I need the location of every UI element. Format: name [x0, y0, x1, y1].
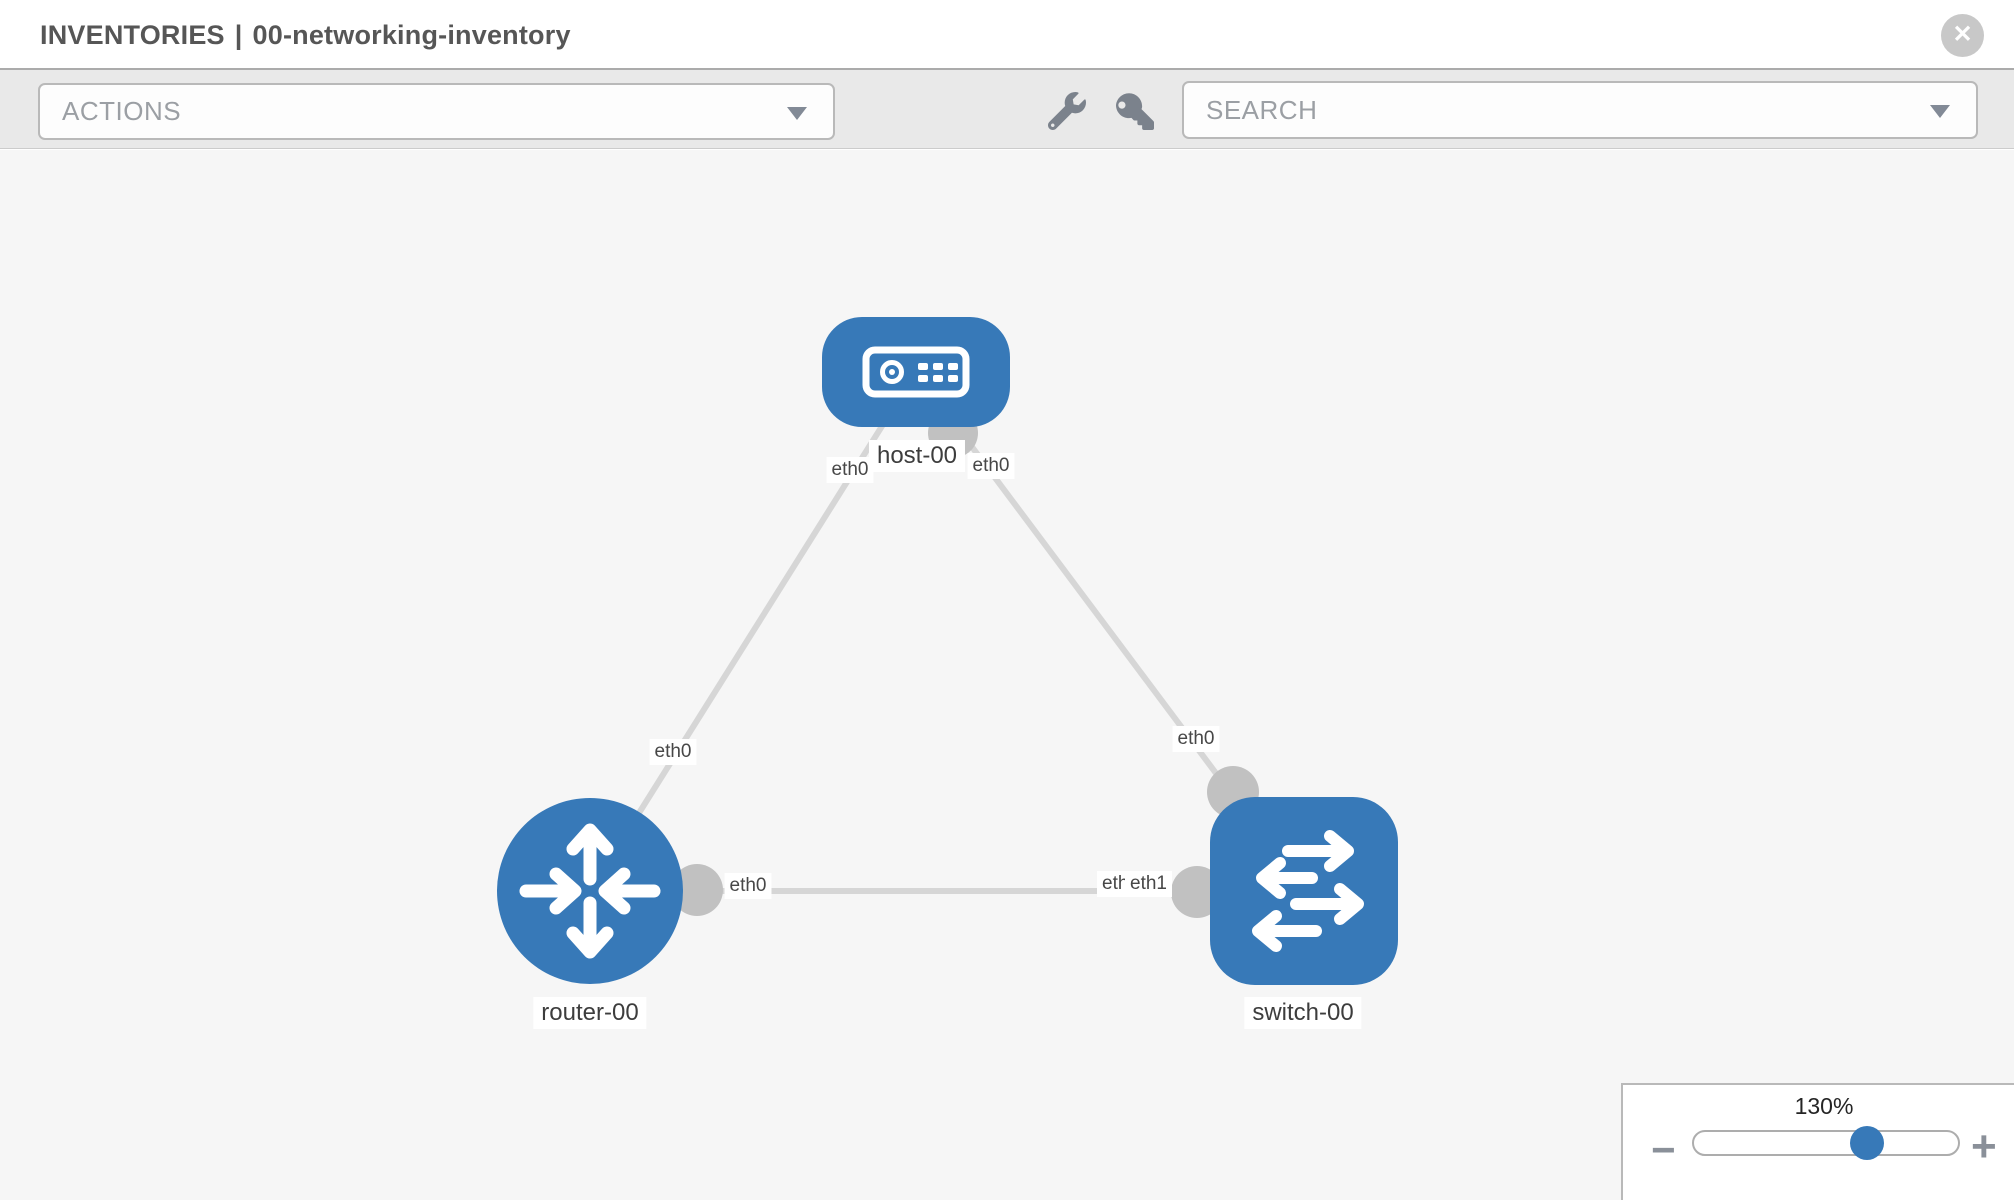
zoom-out-button[interactable]: − — [1651, 1126, 1676, 1173]
zoom-level: 130% — [1794, 1093, 1854, 1119]
interface-label: eth1 — [1125, 871, 1172, 897]
zoom-panel: 130% − + — [1621, 1083, 2014, 1200]
tools-button[interactable] — [1047, 92, 1086, 131]
wrench-icon — [1047, 92, 1086, 131]
search-dropdown[interactable]: SEARCH — [1182, 81, 1978, 139]
interface-label: eth0 — [1172, 726, 1220, 752]
credentials-button[interactable] — [1116, 92, 1154, 130]
switch-arrows-icon — [1252, 830, 1364, 952]
page-title: INVENTORIES | 00-networking-inventory — [40, 20, 571, 51]
close-button[interactable]: ✕ — [1941, 14, 1984, 57]
node-label-switch: switch-00 — [1244, 997, 1362, 1029]
node-host[interactable] — [822, 317, 1010, 427]
interface-label: eth0 — [967, 453, 1015, 479]
toolbar: ACTIONS SEARCH — [0, 70, 2014, 149]
actions-dropdown[interactable]: ACTIONS — [38, 83, 835, 140]
port-router-right — [671, 864, 723, 916]
node-label-router: router-00 — [533, 997, 647, 1029]
breadcrumb-separator: | — [234, 20, 243, 50]
interface-label: eth0 — [649, 739, 697, 765]
node-router[interactable] — [497, 798, 683, 984]
interface-label: eth0 — [826, 457, 874, 483]
zoom-slider-handle[interactable] — [1850, 1126, 1884, 1160]
breadcrumb-section: INVENTORIES — [40, 20, 225, 50]
zoom-in-button[interactable]: + — [1971, 1122, 1997, 1171]
node-label-host: host-00 — [868, 440, 966, 472]
actions-dropdown-label: ACTIONS — [62, 96, 182, 126]
key-icon — [1116, 93, 1154, 130]
router-arrows-icon — [519, 823, 661, 959]
server-icon — [862, 346, 970, 398]
interface-label: eth0 — [724, 873, 772, 899]
header: INVENTORIES | 00-networking-inventory ✕ — [0, 0, 2014, 70]
inventory-name: 00-networking-inventory — [252, 20, 571, 50]
node-switch[interactable] — [1210, 797, 1398, 985]
chevron-down-icon — [787, 106, 807, 120]
ports — [671, 408, 1259, 918]
close-icon: ✕ — [1952, 21, 1973, 48]
zoom-slider[interactable] — [1692, 1126, 1960, 1160]
search-placeholder: SEARCH — [1206, 94, 1318, 125]
chevron-down-icon — [1930, 105, 1950, 118]
topology-canvas[interactable]: eth0 eth0 eth0 eth0 eth0 eth0 eth1 host-… — [0, 150, 2014, 1200]
